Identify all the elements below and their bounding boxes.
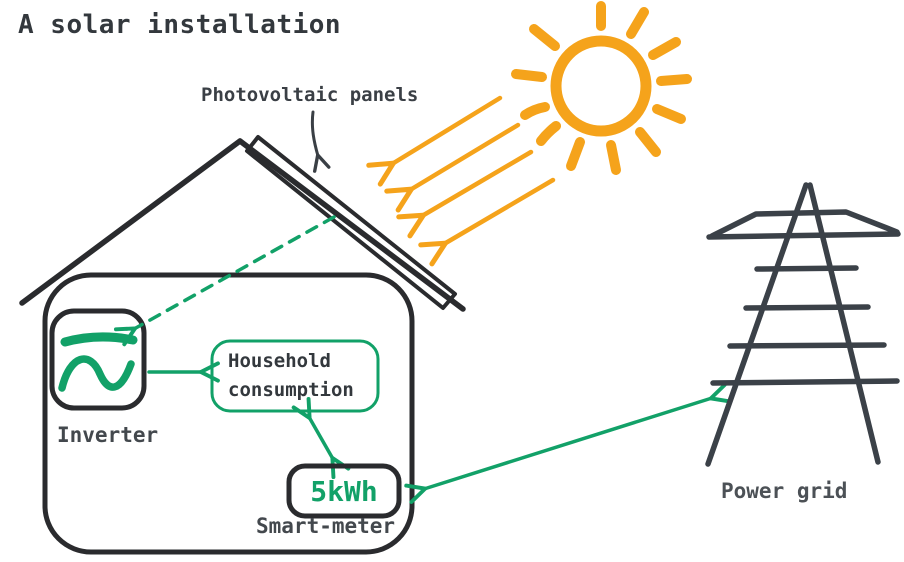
panel-to-inverter-arrow [134, 215, 336, 329]
household-label-line2: consumption [228, 379, 354, 401]
smart-meter-box [286, 463, 402, 519]
inverter-label: Inverter [57, 423, 159, 447]
household-consumption-label: Household consumption [212, 341, 378, 411]
sunlight-arrows [392, 95, 556, 244]
inverter-box [49, 308, 147, 411]
smart-meter-label: Smart-meter [256, 514, 396, 538]
household-label-line1: Household [228, 350, 331, 372]
photovoltaic-panels-label: Photovoltaic panels [201, 84, 419, 106]
pv-panel-shape [245, 135, 457, 310]
diagram-title: A solar installation [18, 10, 342, 40]
meter-grid-arrow [424, 398, 712, 489]
panels-label-arrow [310, 110, 318, 156]
sun-icon [511, 1, 692, 175]
power-grid-label: Power grid [721, 479, 848, 503]
transmission-tower-shape [705, 182, 901, 467]
meter-reading-value: 5kWh [310, 474, 378, 508]
household-meter-arrow [309, 417, 333, 459]
dc-ac-waveform-icon [58, 332, 138, 392]
